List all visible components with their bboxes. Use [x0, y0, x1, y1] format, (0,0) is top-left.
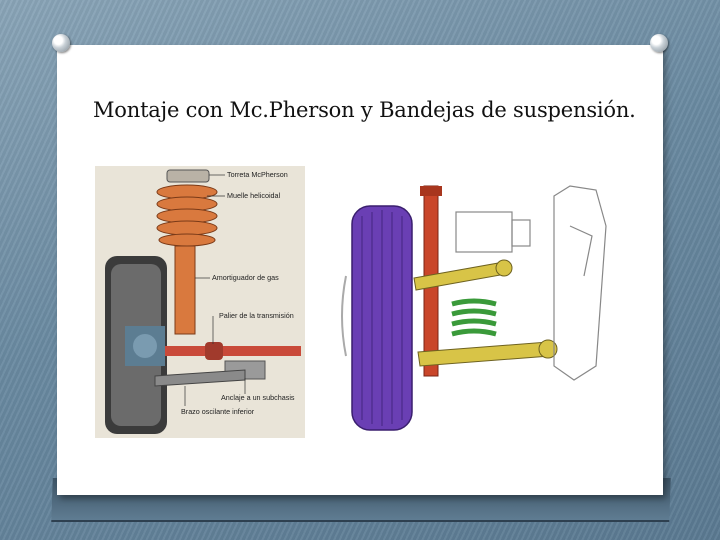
- slide-title: Montaje con Mc.Pherson y Bandejas de sus…: [93, 98, 636, 122]
- chassis-outline-shape: [455, 185, 607, 381]
- label-drive-shaft: Palier de la transmisión: [219, 311, 294, 320]
- pin-icon: [650, 34, 668, 52]
- mcpherson-diagram: Torreta McPherson Muelle helicoidal Amor…: [95, 166, 305, 438]
- spring-shape: [451, 298, 497, 337]
- label-strut-mount: Torreta McPherson: [227, 170, 288, 179]
- label-shock-absorber: Amortiguador de gas: [212, 273, 279, 282]
- label-subframe: Anclaje a un subchasis: [221, 393, 295, 402]
- coil-spring-shape: [156, 184, 218, 247]
- label-lower-arm: Brazo oscilante inferior: [181, 407, 255, 416]
- drive-shaft-shape: [165, 346, 301, 356]
- label-coil-spring: Muelle helicoidal: [227, 191, 281, 200]
- shock-absorber-shape: [174, 245, 196, 335]
- lower-arm-shape: [154, 369, 246, 387]
- hub-center-shape: [133, 334, 157, 358]
- wishbone-diagram: [334, 166, 618, 436]
- strut-mount-shape: [166, 169, 210, 183]
- pin-icon: [52, 34, 70, 52]
